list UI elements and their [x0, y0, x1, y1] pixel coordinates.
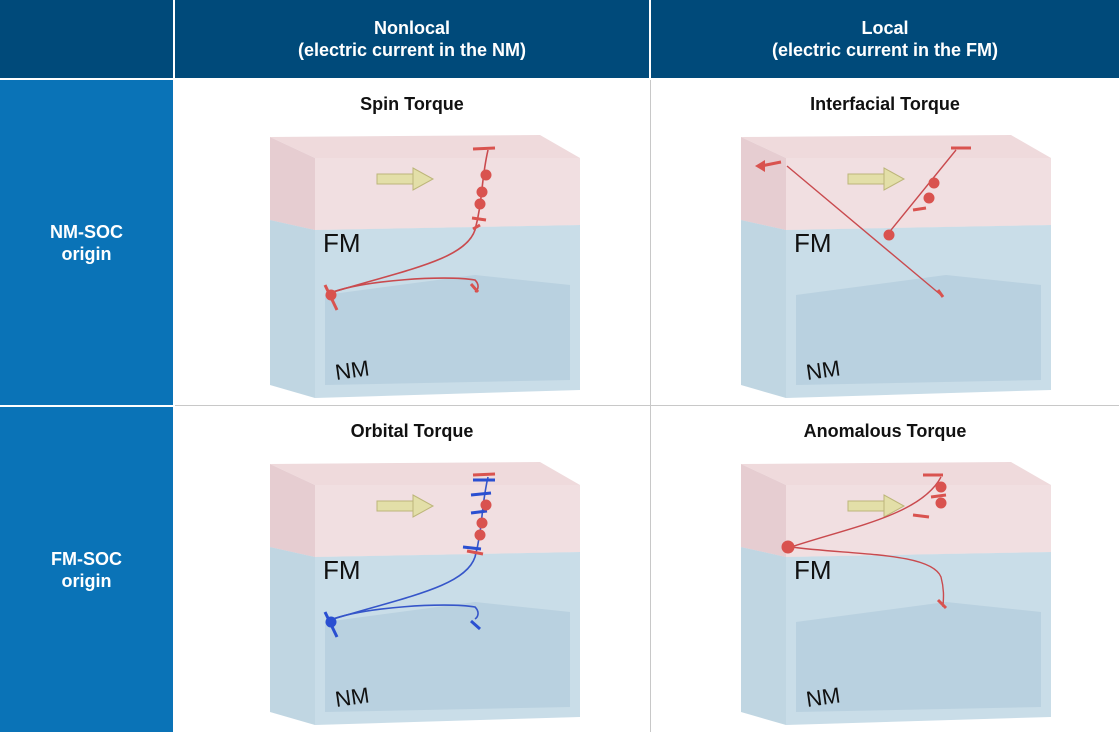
column-header-local: Local (electric current in the FM): [651, 0, 1119, 78]
spin-current-path: [790, 476, 945, 608]
row-header-nm-soc: NM-SOC origin: [0, 80, 173, 405]
column-header-nonlocal: Nonlocal (electric current in the NM): [175, 0, 649, 78]
spin-arrows: [781, 473, 948, 610]
nm-label: NM: [333, 355, 370, 385]
cell-interfacial-torque: Interfacial Torque: [651, 80, 1119, 405]
nm-layer: [270, 542, 580, 725]
bilayer-diagram: FM NM: [270, 462, 580, 725]
corner-cell: [0, 0, 173, 78]
bilayer-diagram: FM NM: [741, 135, 1051, 398]
cell-title: Interfacial Torque: [810, 94, 960, 114]
fm-label: FM: [323, 555, 361, 585]
row-header-fm-soc: FM-SOC origin: [0, 407, 173, 732]
row-title: FM-SOC: [51, 548, 122, 569]
row-divider: [175, 405, 1119, 406]
magnetization-arrow: [847, 167, 906, 191]
row-subtitle: origin: [61, 243, 112, 264]
cell-title: Orbital Torque: [350, 421, 474, 441]
spin-arrows: [323, 146, 496, 311]
cell-anomalous-torque: Anomalous Torque: [651, 407, 1119, 732]
fm-label: FM: [794, 228, 832, 258]
magnetization-arrow: [376, 494, 435, 518]
spin-arrows: [466, 472, 496, 556]
spin-current-path: [786, 149, 957, 296]
column-title: Nonlocal: [373, 18, 450, 38]
cell-title: Anomalous Torque: [803, 421, 967, 441]
column-title: Local: [861, 18, 909, 38]
nm-layer: [270, 215, 580, 398]
cell-title: Spin Torque: [360, 94, 464, 114]
nm-layer: [741, 215, 1051, 398]
column-subtitle: (electric current in the FM): [771, 40, 999, 60]
column-divider: [650, 80, 651, 732]
orbital-arrows: [323, 478, 495, 638]
nm-label: NM: [804, 355, 841, 385]
bilayer-diagram: FM NM: [270, 135, 580, 398]
nm-label: NM: [333, 682, 370, 712]
fm-label: FM: [794, 555, 832, 585]
fm-label: FM: [323, 228, 361, 258]
spin-arrows: [755, 146, 971, 298]
column-subtitle: (electric current in the NM): [297, 40, 527, 60]
magnetization-arrow: [376, 167, 435, 191]
row-title: NM-SOC: [50, 221, 123, 242]
nm-layer: [741, 542, 1051, 725]
spin-current-path: [329, 149, 489, 294]
bilayer-diagram: FM NM: [741, 462, 1051, 725]
magnetization-arrow: [847, 494, 906, 518]
cell-spin-torque: Spin Torque: [175, 80, 649, 405]
cell-orbital-torque: Orbital Torque: [175, 407, 649, 732]
nm-label: NM: [804, 682, 841, 712]
row-subtitle: origin: [61, 570, 112, 591]
